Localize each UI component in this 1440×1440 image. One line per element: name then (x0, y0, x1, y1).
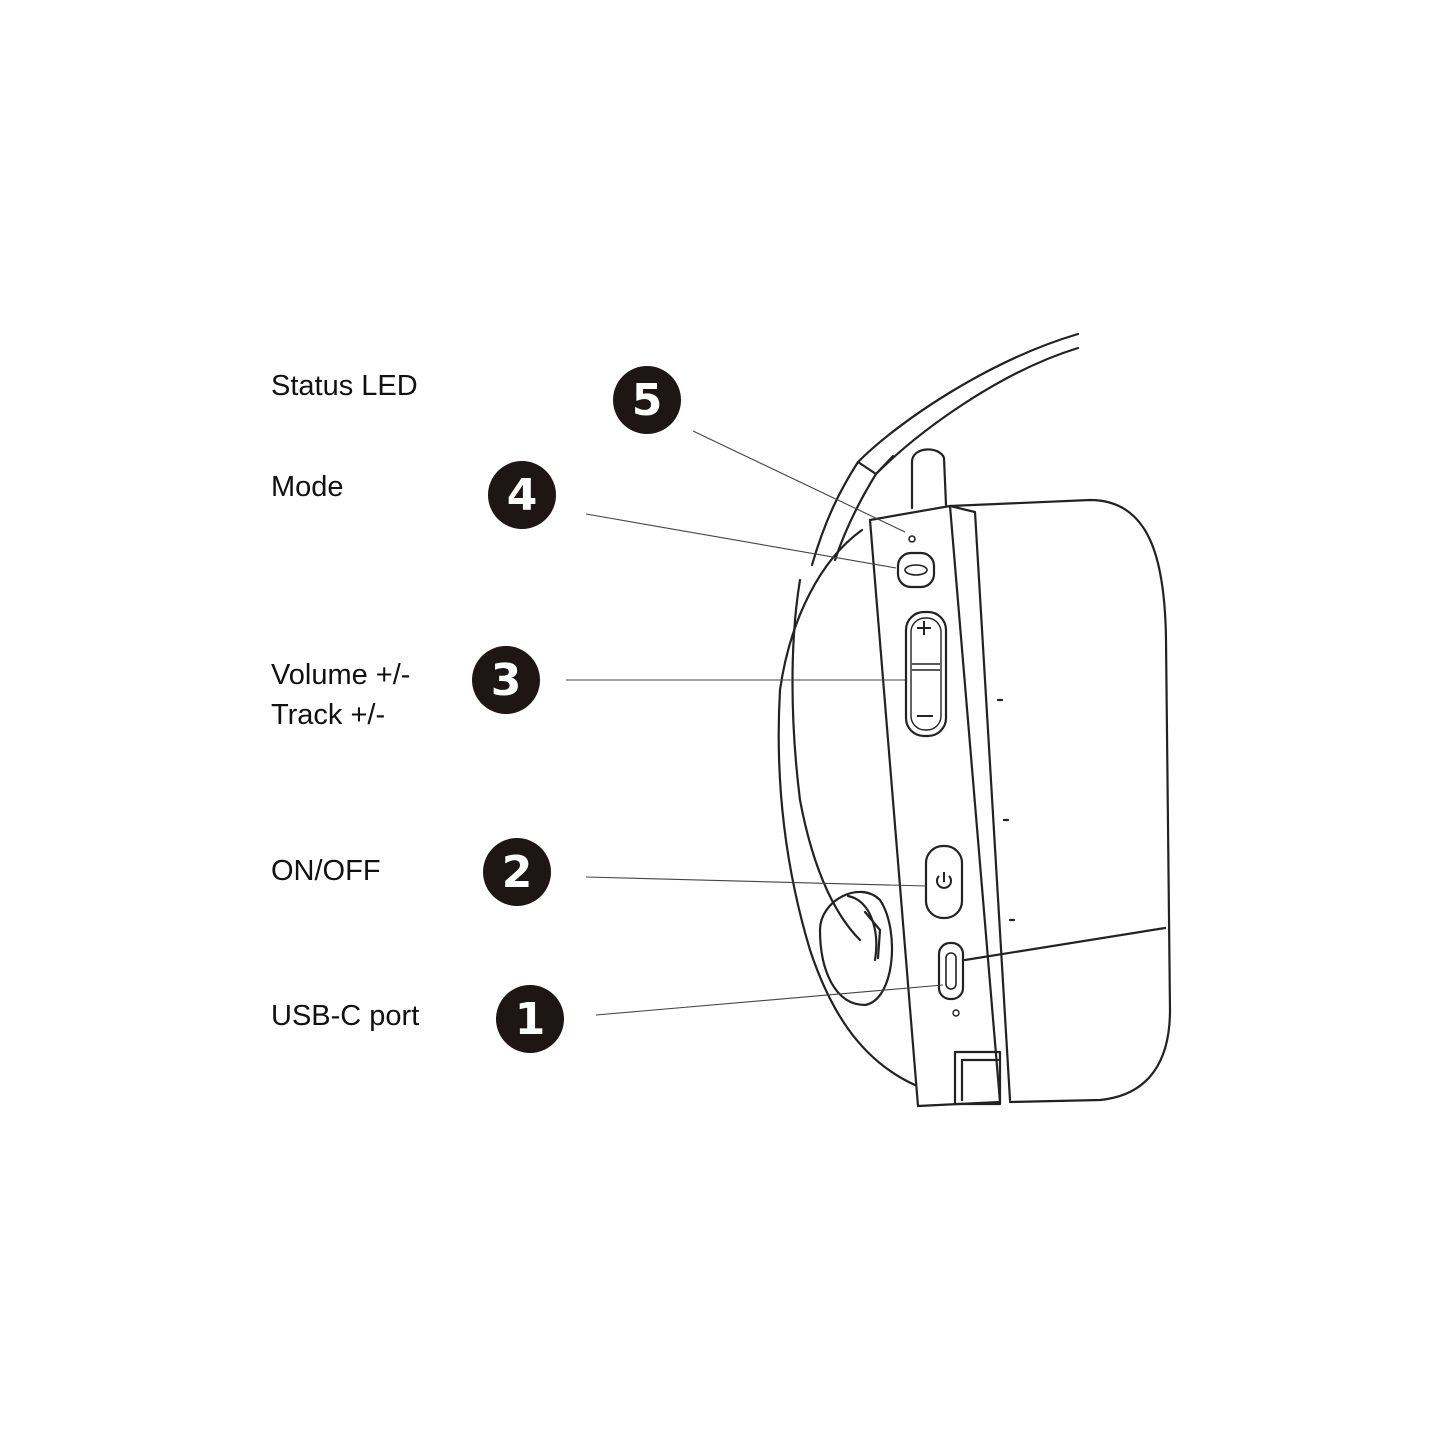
badge-5: 5 (613, 366, 681, 434)
badge-3: 3 (472, 646, 540, 714)
label-on-off: ON/OFF (271, 855, 381, 887)
earcup-shell (777, 528, 917, 1087)
leader-line-2 (585, 876, 928, 887)
status-led-indicator (908, 535, 916, 543)
badge-4: 4 (488, 461, 556, 529)
mode-button[interactable] (896, 551, 936, 589)
plus-icon (917, 621, 931, 635)
label-usb-c: USB-C port (271, 1000, 420, 1032)
headband-slider (910, 448, 948, 510)
leader-line-1 (595, 984, 944, 1016)
label-volume: Volume +/- (271, 659, 411, 691)
badge-1: 1 (496, 985, 564, 1053)
label-track: Track +/- (271, 699, 386, 731)
usb-c-port (937, 941, 965, 1001)
headband (856, 332, 1080, 464)
hinge (818, 890, 894, 1007)
ear-cushion (948, 498, 1172, 1104)
label-mode: Mode (271, 471, 344, 503)
label-status-led: Status LED (271, 370, 418, 402)
power-button[interactable] (924, 844, 964, 920)
charge-led-indicator (952, 1009, 960, 1017)
leader-line-5 (692, 430, 906, 533)
bottom-connector (953, 1050, 1002, 1106)
volume-rocker[interactable] (904, 610, 948, 738)
power-icon (936, 872, 952, 889)
leader-line-4 (585, 513, 897, 569)
badge-2: 2 (483, 838, 551, 906)
